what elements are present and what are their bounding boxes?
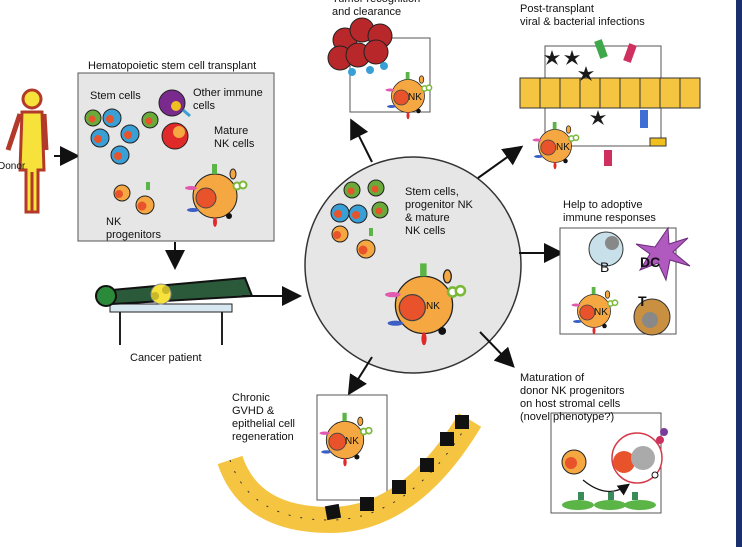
cancer-patient-label: Cancer patient (130, 352, 202, 364)
transplant-title: Hematopoietic stem cell transplant (88, 60, 257, 72)
infection-nk-label: NK (556, 142, 570, 153)
transplant-cells (84, 89, 248, 228)
dc-cell-label: DC (640, 254, 660, 270)
other-immune-label: Other immune cells (193, 87, 263, 112)
maturation-label: Maturation of donor NK progenitors on ho… (520, 372, 625, 423)
tumor-nk-label: NK (408, 92, 422, 103)
gvhd-nk-label: NK (345, 436, 359, 447)
gvhd-label: Chronic GVHD & epithelial cell regenerat… (232, 392, 295, 443)
patient-figure (95, 276, 254, 345)
infections-label: Post-transplant viral & bacterial infect… (520, 3, 645, 28)
adaptive-label: Help to adoptive immune responses (563, 199, 656, 224)
mature-nk-label: Mature NK cells (214, 125, 255, 150)
adaptive-nk-label: NK (594, 307, 608, 318)
gvhd-epithelium (217, 413, 482, 534)
stromal-cells (562, 492, 656, 510)
t-cell-label: T (638, 293, 647, 309)
accent-bar (736, 0, 742, 547)
dc-cell (635, 226, 691, 282)
stem-cells-label: Stem cells (90, 90, 141, 102)
donor-label: Donor (0, 161, 26, 172)
damaged-cells (324, 415, 469, 521)
tumor-label: Tumor recognition and clearance (332, 0, 420, 18)
center-nk-label: NK (426, 301, 440, 312)
nk-progenitors-label: NK progenitors (106, 216, 162, 241)
donor-figure (5, 88, 49, 214)
center-label: Stem cells, progenitor NK & mature NK ce… (405, 186, 473, 237)
tumor-cells (327, 17, 393, 76)
epithelium-top (519, 77, 701, 109)
center-cells (330, 179, 467, 347)
b-cell-label: B (600, 259, 609, 275)
